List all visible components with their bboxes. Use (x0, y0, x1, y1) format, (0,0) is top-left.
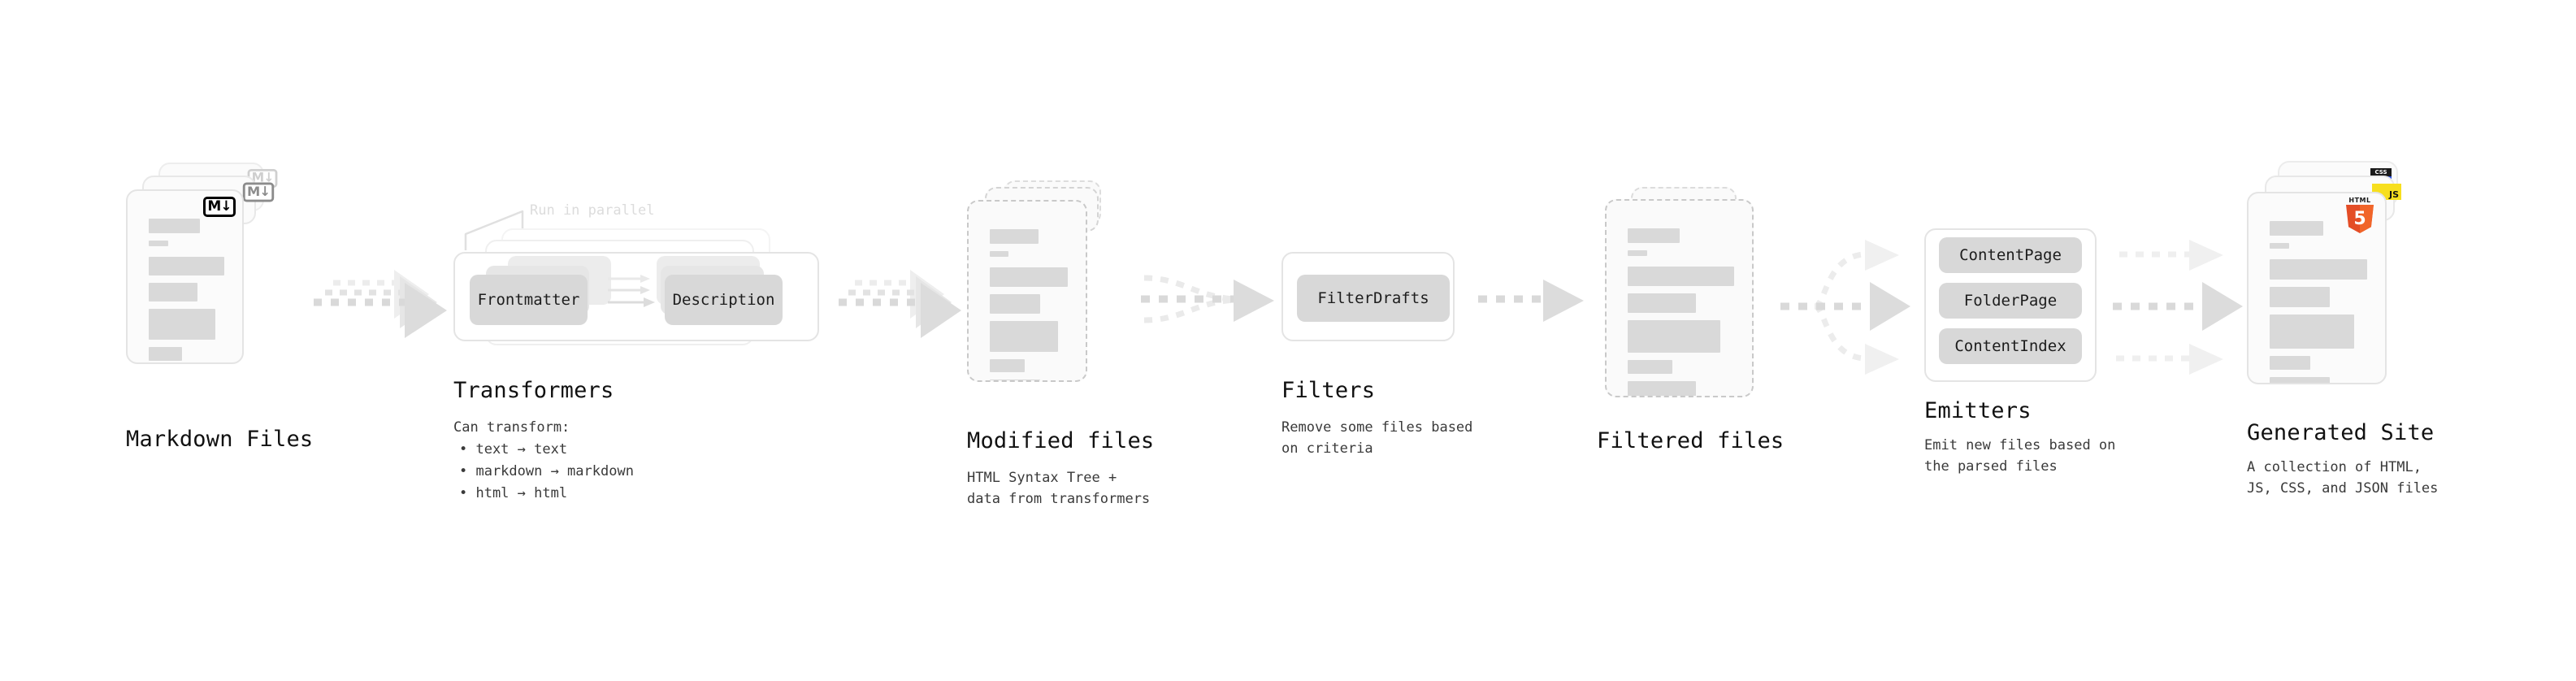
html5-shield-icon: 5 (2346, 205, 2374, 233)
doc-line (149, 309, 215, 340)
emitter-chip-content-page[interactable]: ContentPage (1939, 237, 2082, 273)
doc-line (990, 321, 1059, 352)
run-in-parallel-bracket (464, 210, 524, 250)
doc-line (990, 294, 1041, 314)
transformers-bullet-item: • html → html (459, 485, 568, 502)
markdown-badge-back-1: M↓ (242, 182, 275, 202)
doc-line (1628, 228, 1680, 243)
arrow-filters-to-filtered (1478, 280, 1584, 322)
modified-files-content-lines (990, 229, 1068, 382)
doc-line (1628, 293, 1696, 313)
doc-line (990, 229, 1039, 244)
transformers-bullet-item: • markdown → markdown (459, 463, 634, 480)
modified-files-title: Modified files (967, 428, 1155, 453)
modified-files-card-front (967, 200, 1087, 382)
doc-line (1628, 320, 1720, 353)
emitters-subtitle: Emit new files based on the parsed files (1924, 437, 2116, 475)
doc-line (2270, 314, 2355, 349)
filtered-files-content-lines (1628, 228, 1734, 396)
arrow-filtered-to-emitters-fanout (1780, 240, 1910, 375)
doc-line (2270, 243, 2289, 249)
generated-site-subtitle: A collection of HTML, JS, CSS, and JSON … (2247, 459, 2439, 497)
emitter-chip-content-index[interactable]: ContentIndex (1939, 328, 2082, 364)
transformer-internal-arrows (608, 275, 655, 307)
emitter-chip-folder-page[interactable]: FolderPage (1939, 283, 2082, 319)
filters-subtitle: Remove some files based on criteria (1281, 419, 1473, 458)
doc-line (2270, 287, 2331, 307)
transformer-chip-description[interactable]: Description (665, 275, 783, 325)
markdown-badge: M↓ (203, 197, 236, 217)
arrow-emitters-to-generated-site (2113, 240, 2243, 375)
doc-line (149, 257, 224, 275)
arrow-transformers-to-modified (839, 270, 961, 338)
doc-line (1628, 381, 1696, 396)
doc-line (2270, 221, 2323, 236)
generated-site-content-lines (2270, 221, 2367, 383)
doc-line (990, 251, 1008, 257)
arrow-modified-to-filters (1141, 275, 1274, 323)
doc-line (2270, 377, 2331, 383)
emitters-title: Emitters (1924, 398, 2032, 423)
doc-line (990, 267, 1068, 287)
doc-line (2270, 259, 2367, 280)
transformers-bullet-list: • text → text • markdown → markdown • ht… (459, 439, 634, 505)
doc-line (990, 359, 1026, 372)
filter-chip-filterdrafts[interactable]: FilterDrafts (1297, 275, 1450, 322)
transformers-subtitle: Can transform: (453, 419, 570, 436)
doc-line (1628, 250, 1647, 256)
doc-line (149, 219, 200, 233)
html5-badge-word: HTML (2348, 197, 2371, 204)
transformers-title: Transformers (453, 378, 614, 403)
doc-line (2270, 356, 2311, 370)
markdown-files-title: Markdown Files (126, 427, 314, 452)
filters-title: Filters (1281, 378, 1376, 403)
doc-line (149, 241, 168, 246)
generated-site-title: Generated Site (2247, 420, 2435, 445)
modified-files-subtitle: HTML Syntax Tree + data from transformer… (967, 470, 1151, 508)
doc-line (149, 283, 197, 301)
doc-line (1628, 360, 1673, 374)
transformers-bullet-item: • text → text (459, 441, 568, 458)
markdown-files-card-front (126, 189, 244, 364)
doc-line (1628, 267, 1734, 286)
markdown-files-content-lines (149, 219, 224, 362)
transformer-chip-frontmatter[interactable]: Frontmatter (470, 275, 588, 325)
filtered-files-card-front (1605, 199, 1754, 397)
doc-line (149, 347, 182, 361)
html5-badge: HTML 5 (2344, 197, 2375, 233)
run-in-parallel-label: Run in parallel (530, 202, 655, 219)
filtered-files-title: Filtered files (1597, 428, 1785, 453)
arrow-markdown-to-transformers (314, 270, 447, 338)
html5-badge-number: 5 (2353, 208, 2366, 229)
doc-line (990, 380, 1040, 382)
